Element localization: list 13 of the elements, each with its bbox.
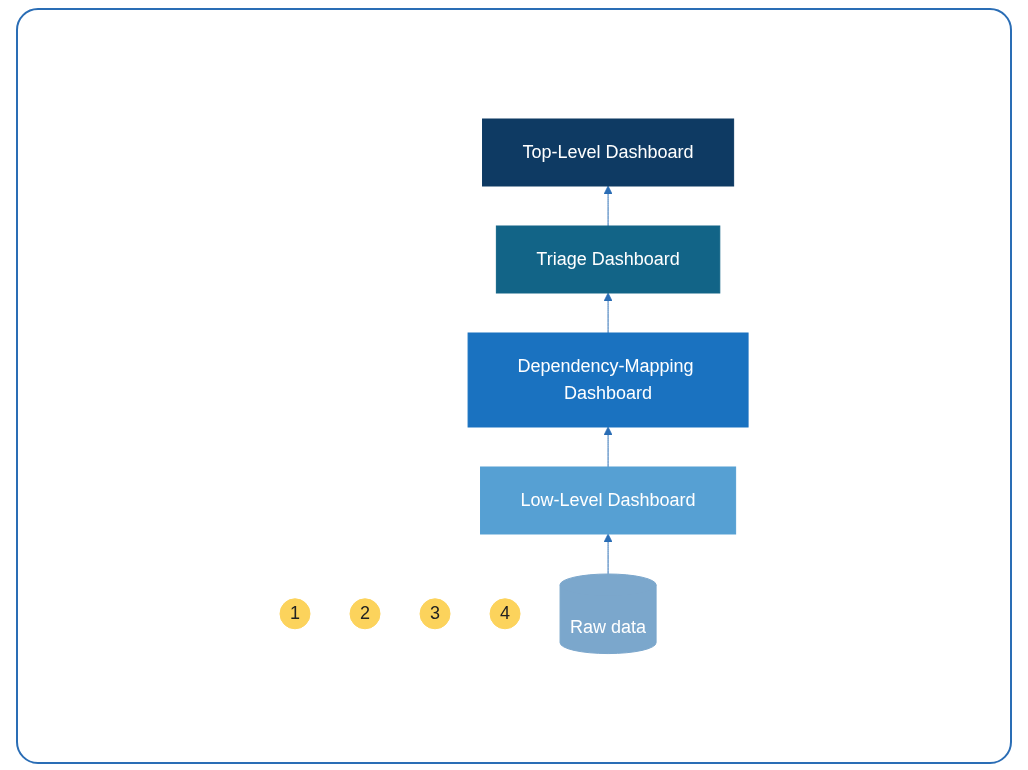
arrow bbox=[603, 533, 613, 575]
node-circle bbox=[489, 598, 521, 629]
node-box bbox=[495, 225, 721, 294]
node-box bbox=[480, 466, 737, 535]
arrow bbox=[603, 426, 613, 468]
frame-border: Top-Level Dashboard 1 Triage Dashboard 2 Dependency-Mapping Dashboard 3 Low-Level Dashboard 4 Raw data bbox=[16, 8, 1012, 764]
node-circle bbox=[279, 598, 311, 629]
arrow bbox=[603, 185, 613, 227]
node-box bbox=[467, 332, 749, 428]
arrow bbox=[603, 292, 613, 334]
node-box bbox=[482, 118, 735, 187]
node-circle bbox=[349, 598, 381, 629]
node-circle bbox=[419, 598, 451, 629]
